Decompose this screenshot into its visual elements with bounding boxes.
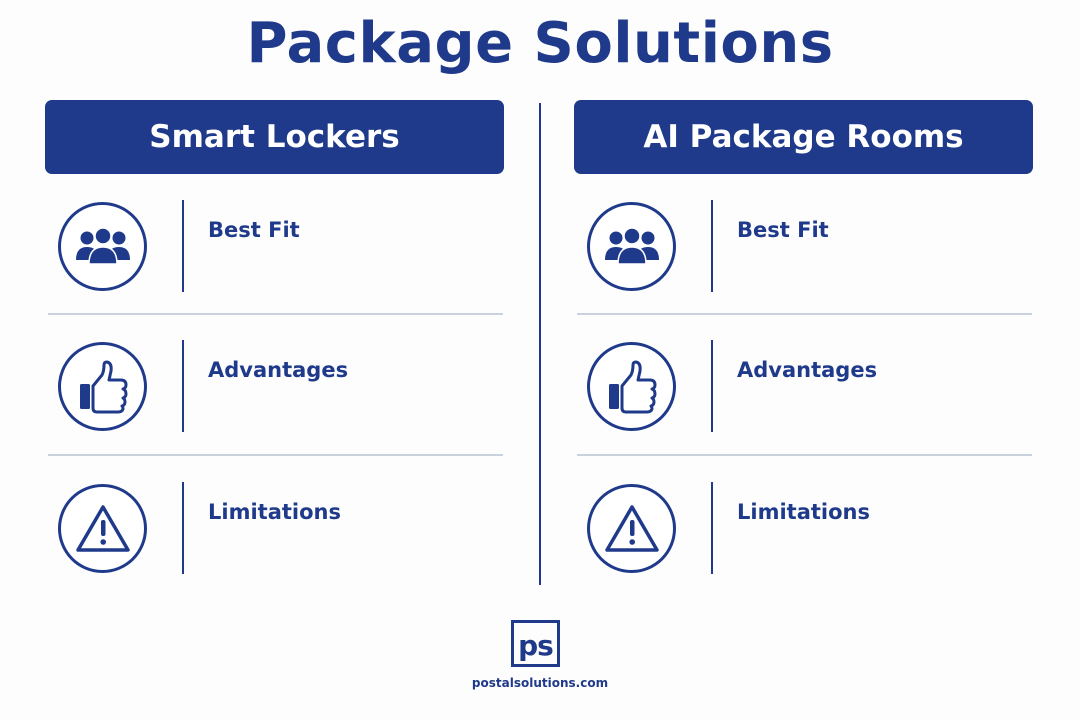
row-divider: [711, 340, 713, 432]
row-divider: [182, 482, 184, 574]
row-separator: [577, 313, 1032, 315]
thumbs-up-icon: [587, 342, 676, 431]
row-label: Advantages: [737, 358, 878, 382]
row-label: Limitations: [208, 500, 341, 524]
warning-icon: [58, 484, 147, 573]
column-divider: [539, 103, 541, 585]
row-label: Limitations: [737, 500, 870, 524]
row-advantages: Advantages: [45, 340, 504, 450]
row-label: Best Fit: [208, 218, 300, 242]
warning-icon: [587, 484, 676, 573]
column-header: AI Package Rooms: [574, 100, 1033, 174]
column-ai-package-rooms: AI Package Rooms Best Fit Advantages: [574, 100, 1033, 580]
column-smart-lockers: Smart Lockers Best Fit Advantages: [45, 100, 504, 580]
row-separator: [577, 454, 1032, 456]
logo-url: postalsolutions.com: [471, 676, 609, 690]
page-title: Package Solutions: [246, 11, 834, 76]
row-separator: [48, 313, 503, 315]
row-advantages: Advantages: [574, 340, 1033, 450]
people-icon: [58, 202, 147, 291]
column-header: Smart Lockers: [45, 100, 504, 174]
row-divider: [711, 482, 713, 574]
row-label: Best Fit: [737, 218, 829, 242]
row-limitations: Limitations: [45, 482, 504, 592]
row-best-fit: Best Fit: [45, 200, 504, 310]
row-limitations: Limitations: [574, 482, 1033, 592]
row-separator: [48, 454, 503, 456]
logo-mark: ps: [518, 629, 554, 662]
row-best-fit: Best Fit: [574, 200, 1033, 310]
thumbs-up-icon: [58, 342, 147, 431]
logo: ps: [511, 620, 560, 667]
row-divider: [711, 200, 713, 292]
row-label: Advantages: [208, 358, 349, 382]
row-divider: [182, 200, 184, 292]
people-icon: [587, 202, 676, 291]
row-divider: [182, 340, 184, 432]
